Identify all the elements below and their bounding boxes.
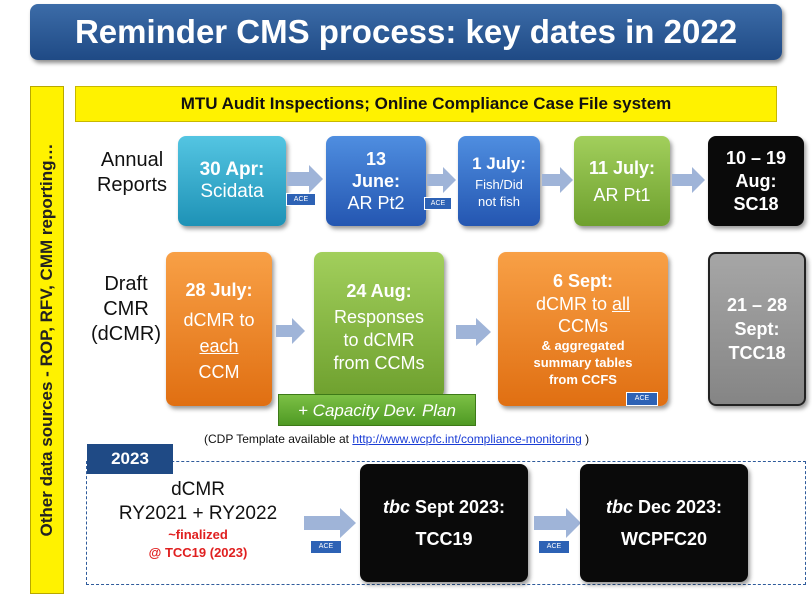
box-13-june-l2: June: — [351, 171, 400, 191]
box-24-aug-l3: to dCMR — [343, 329, 415, 350]
box-tcc19-l2: TCC19 — [415, 529, 473, 549]
box-6-sept-l3: CCMs — [558, 316, 608, 336]
arrow-2023-1 — [304, 508, 356, 538]
box-24-aug-l2: Responses — [333, 306, 425, 327]
annual-reports-label: Annual Reports — [84, 148, 180, 198]
box-tcc18-l2: Sept: — [734, 319, 780, 339]
box-13-june-l1: 13 — [365, 149, 387, 169]
arrow-annual-1 — [287, 165, 323, 193]
box-1-july-l3: not fish — [478, 194, 520, 209]
box-30-apr: 30 Apr: Scidata — [178, 136, 286, 226]
dcmr-2023-l2: RY2021 + RY2022 — [118, 503, 278, 524]
box-1-july-l2: Fish/Did — [475, 177, 523, 192]
cdp-note-suffix: ) — [581, 432, 590, 446]
box-11-july: 11 July: AR Pt1 — [574, 136, 670, 226]
box-wcpfc20-l1: tbc Dec 2023: — [606, 491, 722, 523]
capacity-dev-plan: + Capacity Dev. Plan — [278, 394, 476, 426]
annual-label-line1: Annual — [100, 149, 164, 171]
box-28-july-l4: CCM — [198, 362, 240, 382]
box-wcpfc20-tbc: tbc — [605, 497, 633, 517]
box-6-sept-l2a: dCMR to — [535, 294, 612, 314]
box-wcpfc20-date: Dec 2023: — [632, 497, 723, 517]
box-11-july-l1: 11 July: — [588, 158, 656, 178]
arrow-annual-3 — [542, 167, 573, 193]
box-28-july-l1: 28 July: — [185, 280, 253, 300]
annual-label-line2: Reports — [96, 174, 168, 196]
box-sc18-l2: Aug: — [735, 170, 777, 191]
arrow-dcmr-2 — [456, 318, 491, 346]
ace-badge-4: ACE — [310, 540, 342, 554]
box-24-aug: 24 Aug: Responses to dCMR from CCMs — [314, 252, 444, 398]
year-2023-tab: 2023 — [87, 444, 173, 474]
box-sc18: 10 – 19 Aug: SC18 — [708, 136, 804, 226]
dcmr-label-line2: CMR — [103, 298, 149, 320]
box-tcc19-date: Sept 2023: — [409, 497, 506, 517]
dcmr-2023-label: dCMR RY2021 + RY2022 ~finalized @ TCC19 … — [96, 478, 300, 562]
box-13-june-l3: AR Pt2 — [347, 193, 405, 213]
box-wcpfc20-l2: WCPFC20 — [620, 529, 707, 549]
box-13-june: 13 June: AR Pt2 — [326, 136, 426, 226]
finalized-l2: @ TCC19 (2023) — [148, 545, 248, 560]
data-sources-label: Other data sources - ROP, RFV, CMM repor… — [37, 143, 56, 537]
arrow-dcmr-1 — [276, 318, 305, 344]
box-wcpfc20: tbc Dec 2023: WCPFC20 — [580, 464, 748, 582]
arrow-annual-4 — [672, 167, 705, 193]
finalized-l1: ~finalized — [168, 527, 228, 542]
box-6-sept-l2: dCMR to all — [536, 293, 630, 315]
box-30-apr-date: 30 Apr: — [199, 159, 265, 180]
ace-badge-2: ACE — [424, 197, 452, 210]
box-tcc18-l1: 21 – 28 — [726, 295, 788, 315]
cdp-template-note: (CDP Template available at http://www.wc… — [204, 432, 764, 446]
box-28-july-l2: dCMR to — [183, 310, 255, 330]
dcmr-label-line3: (dCMR) — [91, 323, 161, 345]
arrow-2023-2 — [534, 508, 581, 538]
box-sc18-l3: SC18 — [733, 193, 779, 214]
box-28-july-l3: each — [199, 336, 239, 356]
box-1-july: 1 July: Fish/Did not fish — [458, 136, 540, 226]
box-28-july: 28 July: dCMR to each CCM — [166, 252, 272, 406]
box-tcc19-l1: tbc Sept 2023: — [383, 491, 505, 523]
box-tcc19: tbc Sept 2023: TCC19 — [360, 464, 528, 582]
box-24-aug-l4: from CCMs — [333, 352, 425, 373]
data-sources-sidebar: Other data sources - ROP, RFV, CMM repor… — [30, 86, 64, 594]
box-tcc18-l3: TCC18 — [728, 343, 786, 363]
box-sc18-l1: 10 – 19 — [725, 147, 787, 168]
box-11-july-l2: AR Pt1 — [593, 185, 651, 205]
ace-badge-5: ACE — [538, 540, 570, 554]
arrow-annual-2 — [427, 167, 456, 193]
box-1-july-l1: 1 July: — [472, 154, 526, 173]
page-title: Reminder CMS process: key dates in 2022 — [30, 4, 782, 60]
box-tcc19-tbc: tbc — [382, 497, 410, 517]
box-tcc18: 21 – 28 Sept: TCC18 — [708, 252, 806, 406]
box-6-sept-l1: 6 Sept: — [552, 271, 613, 291]
dcmr-label-line1: Draft — [104, 273, 148, 295]
box-6-sept-l6: from CCFS — [549, 372, 617, 387]
dcmr-2023-l1: dCMR — [171, 479, 225, 500]
mtu-banner: MTU Audit Inspections; Online Compliance… — [75, 86, 777, 122]
box-30-apr-text: Scidata — [200, 181, 264, 202]
box-6-sept-l2b: all — [612, 294, 631, 314]
box-24-aug-l1: 24 Aug: — [346, 280, 412, 301]
box-6-sept-l5: summary tables — [533, 355, 633, 370]
cdp-note-prefix: (CDP Template available at — [204, 432, 353, 446]
box-6-sept-l4: & aggregated — [541, 338, 625, 353]
box-6-sept: 6 Sept: dCMR to all CCMs & aggregated su… — [498, 252, 668, 406]
dcmr-label: Draft CMR (dCMR) — [78, 272, 174, 347]
ace-badge-1: ACE — [286, 193, 316, 206]
section-2023-frame — [86, 461, 806, 585]
ace-badge-3: ACE — [626, 392, 658, 406]
compliance-monitoring-link[interactable]: http://www.wcpfc.int/compliance-monitori… — [352, 432, 582, 446]
